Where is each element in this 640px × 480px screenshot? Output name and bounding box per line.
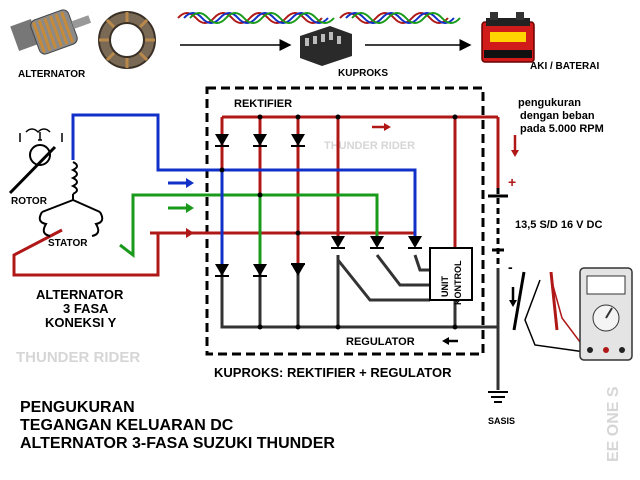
voltage-reading: 13,5 S/D 16 V DC — [515, 219, 602, 231]
battery-symbol — [488, 188, 508, 268]
alternator-desc-1: ALTERNATOR — [36, 287, 124, 302]
alternator-label: ALTERNATOR — [18, 69, 86, 80]
rectifier-lower-diodes — [215, 263, 305, 277]
kuproks-image — [300, 26, 352, 66]
title-line-2: TEGANGAN KELUARAN DC — [20, 417, 234, 434]
measurement-note-3: pada 5.000 RPM — [520, 123, 604, 135]
measurement-note-2: dengan beban — [520, 110, 595, 122]
ground-symbol — [488, 391, 508, 403]
multimeter — [512, 267, 633, 361]
circuit-watermark: THUNDER RIDER — [324, 140, 415, 152]
footer-watermark: THUNDER RIDER — [16, 349, 140, 366]
plus-sign: + — [508, 174, 516, 190]
stator-label: STATOR — [48, 238, 88, 249]
phase-green-wire — [119, 193, 379, 259]
ac-waveform-right — [339, 12, 461, 24]
kuproks-caption: KUPROKS: REKTIFIER + REGULATOR — [214, 365, 452, 380]
rotor-symbol — [8, 128, 63, 195]
kuproks-label: KUPROKS — [338, 68, 388, 79]
control-unit-label-1: UNIT — [440, 276, 450, 297]
kuproks-box — [205, 86, 485, 356]
junction-dots — [219, 114, 458, 330]
minus-sign: - — [508, 259, 513, 275]
ground-bus-wire — [220, 254, 500, 390]
regulator-diodes — [331, 236, 422, 249]
phase-blue-wire — [71, 113, 417, 245]
rectifier-upper-diodes — [215, 134, 305, 147]
current-arrows — [372, 123, 519, 345]
regulator-label: REGULATOR — [346, 336, 415, 348]
measurement-note-1: pengukuran — [518, 97, 581, 109]
input-arrows — [168, 178, 194, 238]
side-watermark: EE ONE S — [605, 386, 622, 462]
battery-image — [481, 12, 535, 63]
alternator-stator-image — [98, 11, 156, 69]
alternator-desc-2: 3 FASA — [63, 301, 109, 316]
ground-label: SASIS — [488, 416, 515, 426]
title-line-1: PENGUKURAN — [20, 399, 135, 416]
control-unit-label-2: KONTROL — [453, 260, 463, 305]
control-unit-box — [429, 247, 473, 301]
stator-return-wire — [12, 228, 160, 277]
ac-waveform-left — [177, 12, 335, 24]
rektifier-label: REKTIFIER — [234, 98, 292, 110]
alternator-desc-3: KONEKSI Y — [45, 315, 117, 330]
title-line-3: ALTERNATOR 3-FASA SUZUKI THUNDER — [20, 435, 335, 452]
alternator-rotor-image — [10, 9, 92, 55]
stator-coils — [38, 161, 104, 237]
rotor-label: ROTOR — [11, 196, 48, 207]
battery-label: AKI / BATERAI — [530, 61, 599, 72]
